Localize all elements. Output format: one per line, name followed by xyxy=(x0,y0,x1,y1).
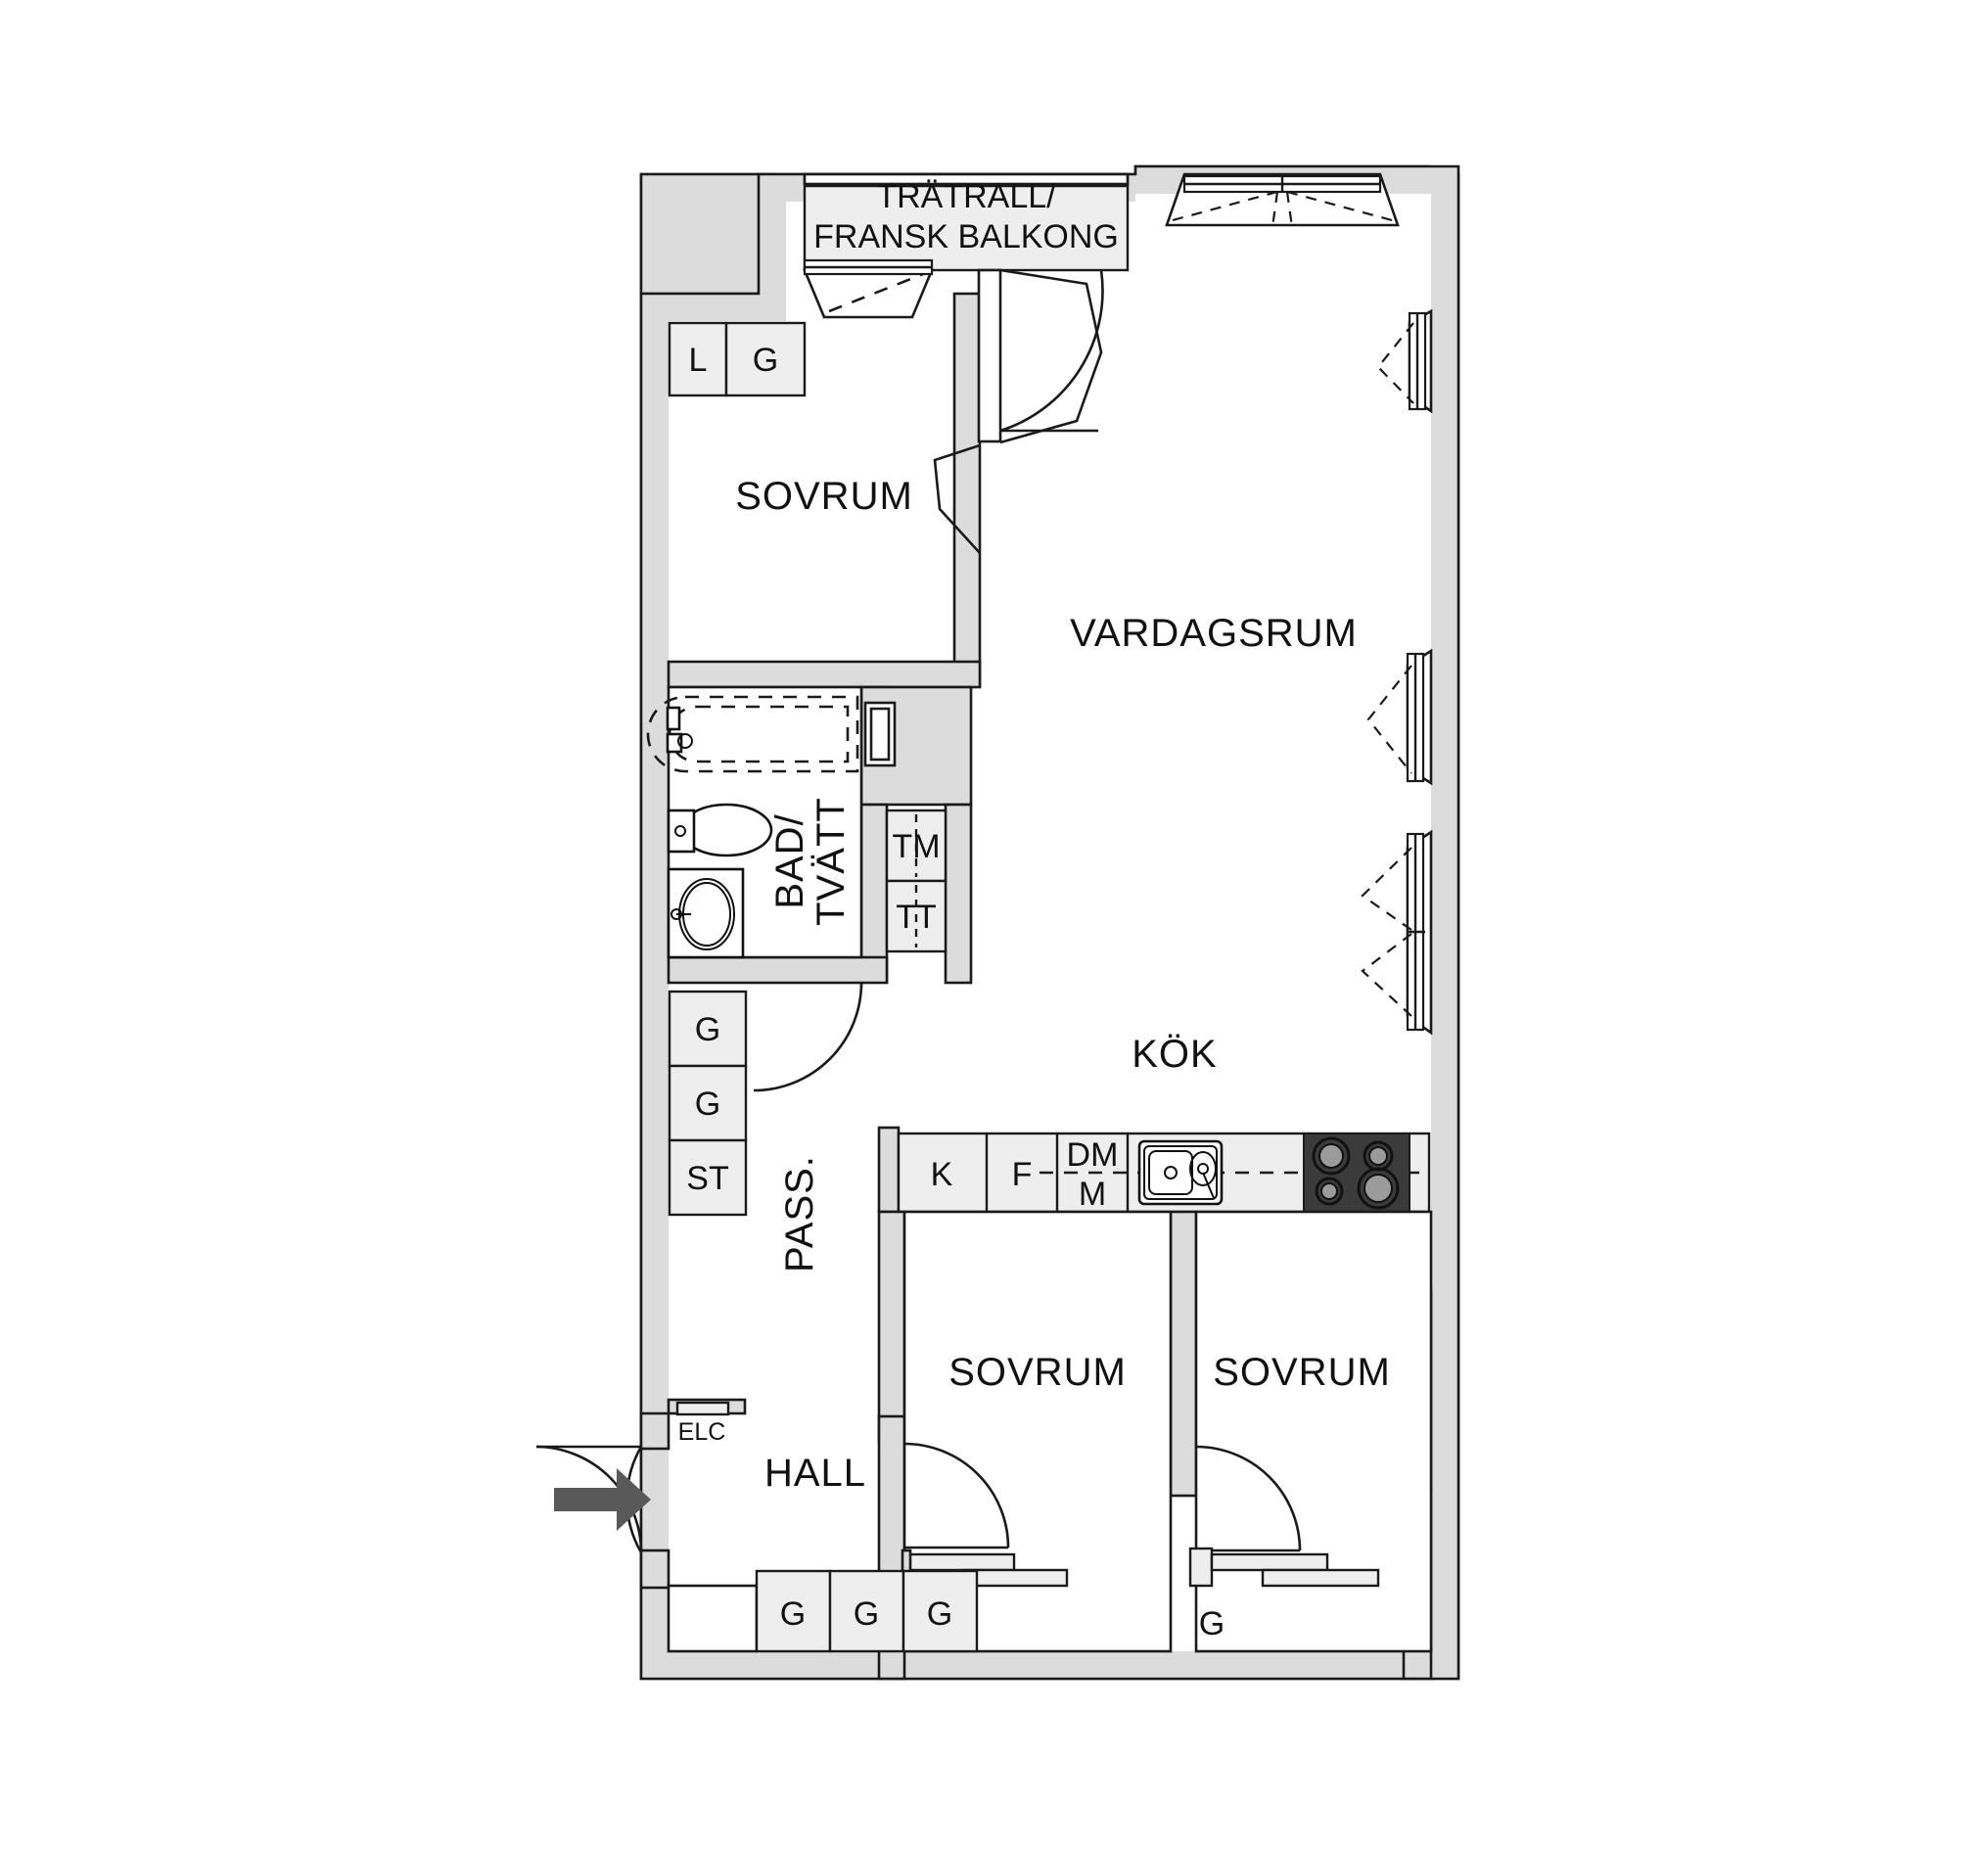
kitchen-label: KÖK xyxy=(1132,1033,1217,1076)
washbasin-icon xyxy=(667,867,745,959)
wardrobe-L[interactable] xyxy=(668,321,728,397)
closet-ST-label: ST xyxy=(686,1160,728,1197)
bedroom-top-left-walls xyxy=(667,292,982,689)
shower-mixer-icon xyxy=(666,706,693,754)
appliance-TT-label: TT xyxy=(896,899,937,936)
closet-G-2[interactable] xyxy=(668,1064,748,1142)
window-right-2 xyxy=(1366,648,1433,786)
bedroom-top-left-label: SOVRUM xyxy=(735,475,913,518)
bathroom-door xyxy=(753,982,863,1092)
electrical-cabinet-label: ELC xyxy=(678,1418,726,1446)
closet-ST[interactable] xyxy=(668,1138,748,1217)
bathroom-label-line2: TVÄTT xyxy=(809,797,853,926)
balcony-label-line2: FRANSK BALKONG xyxy=(813,218,1119,255)
bedroom-bottom-right-label: SOVRUM xyxy=(1213,1351,1391,1394)
kitchen-unit-M-label: M xyxy=(1079,1176,1106,1213)
balcony-label-line1: TRÄTRALL/ xyxy=(876,178,1056,215)
entrance-direction-arrow xyxy=(554,1468,651,1531)
wardrobe-G[interactable] xyxy=(724,321,807,397)
closet-G-2-label: G xyxy=(695,1086,720,1123)
living-room-label: VARDAGSRUM xyxy=(1070,612,1358,655)
appliance-TM-label: TM xyxy=(892,828,940,865)
passage-label: PASS. xyxy=(778,1155,821,1272)
kitchen-stove-icon xyxy=(1303,1133,1410,1213)
bedroom-bottom-left-door xyxy=(903,1442,1010,1549)
bedroom-bottom-right-wardrobe-label: G xyxy=(1199,1605,1225,1642)
kitchen-unit-F-label: F xyxy=(1012,1156,1033,1193)
bedroom-bottom-right-door xyxy=(1195,1445,1302,1552)
bedroom-balcony-door xyxy=(803,258,934,319)
window-living-top xyxy=(1165,172,1400,228)
wardrobe-L-label: L xyxy=(689,342,708,379)
bedroom-bottom-left-wardrobe xyxy=(901,1549,1069,1592)
window-right-3 xyxy=(1361,829,1433,1036)
hall-closet-G-2-label: G xyxy=(854,1596,879,1633)
bathtub-icon xyxy=(646,695,859,773)
hall-closet-G-3[interactable] xyxy=(902,1569,979,1653)
kitchen-unit-K-label: K xyxy=(931,1156,953,1193)
window-right-1 xyxy=(1376,308,1433,414)
hall-closet-G-1-label: G xyxy=(780,1596,806,1633)
bedroom-bottom-right-wardrobe xyxy=(1188,1547,1380,1588)
bedroom-top-left-door xyxy=(933,443,981,554)
passage-closets xyxy=(668,990,748,1217)
living-room-balcony-door xyxy=(977,268,1104,444)
toilet-icon xyxy=(667,803,773,857)
bedroom-bottom-left-label: SOVRUM xyxy=(948,1351,1127,1394)
closet-G-1[interactable] xyxy=(668,990,748,1068)
hall-closet-G-2[interactable] xyxy=(828,1569,905,1653)
kitchen-unit-DM-label: DM xyxy=(1067,1136,1119,1174)
laundry-appliances xyxy=(885,809,948,953)
electrical-cabinet xyxy=(667,1398,747,1416)
hall-closet-G-3-label: G xyxy=(927,1596,952,1633)
wardrobe-G-label: G xyxy=(753,342,778,379)
hall-label: HALL xyxy=(764,1452,866,1495)
hall-closet-G-1[interactable] xyxy=(755,1569,832,1653)
kitchen-sink-icon xyxy=(1137,1139,1224,1206)
closet-G-1-label: G xyxy=(695,1011,720,1048)
bedroom-top-wardrobes xyxy=(668,321,807,397)
entry-door xyxy=(535,1411,670,1590)
bathroom-label-line1: BAD/ xyxy=(768,813,811,908)
hall-wardrobes xyxy=(667,1569,979,1653)
bathroom-niche-panel xyxy=(863,701,897,767)
balcony-area xyxy=(803,172,1130,272)
